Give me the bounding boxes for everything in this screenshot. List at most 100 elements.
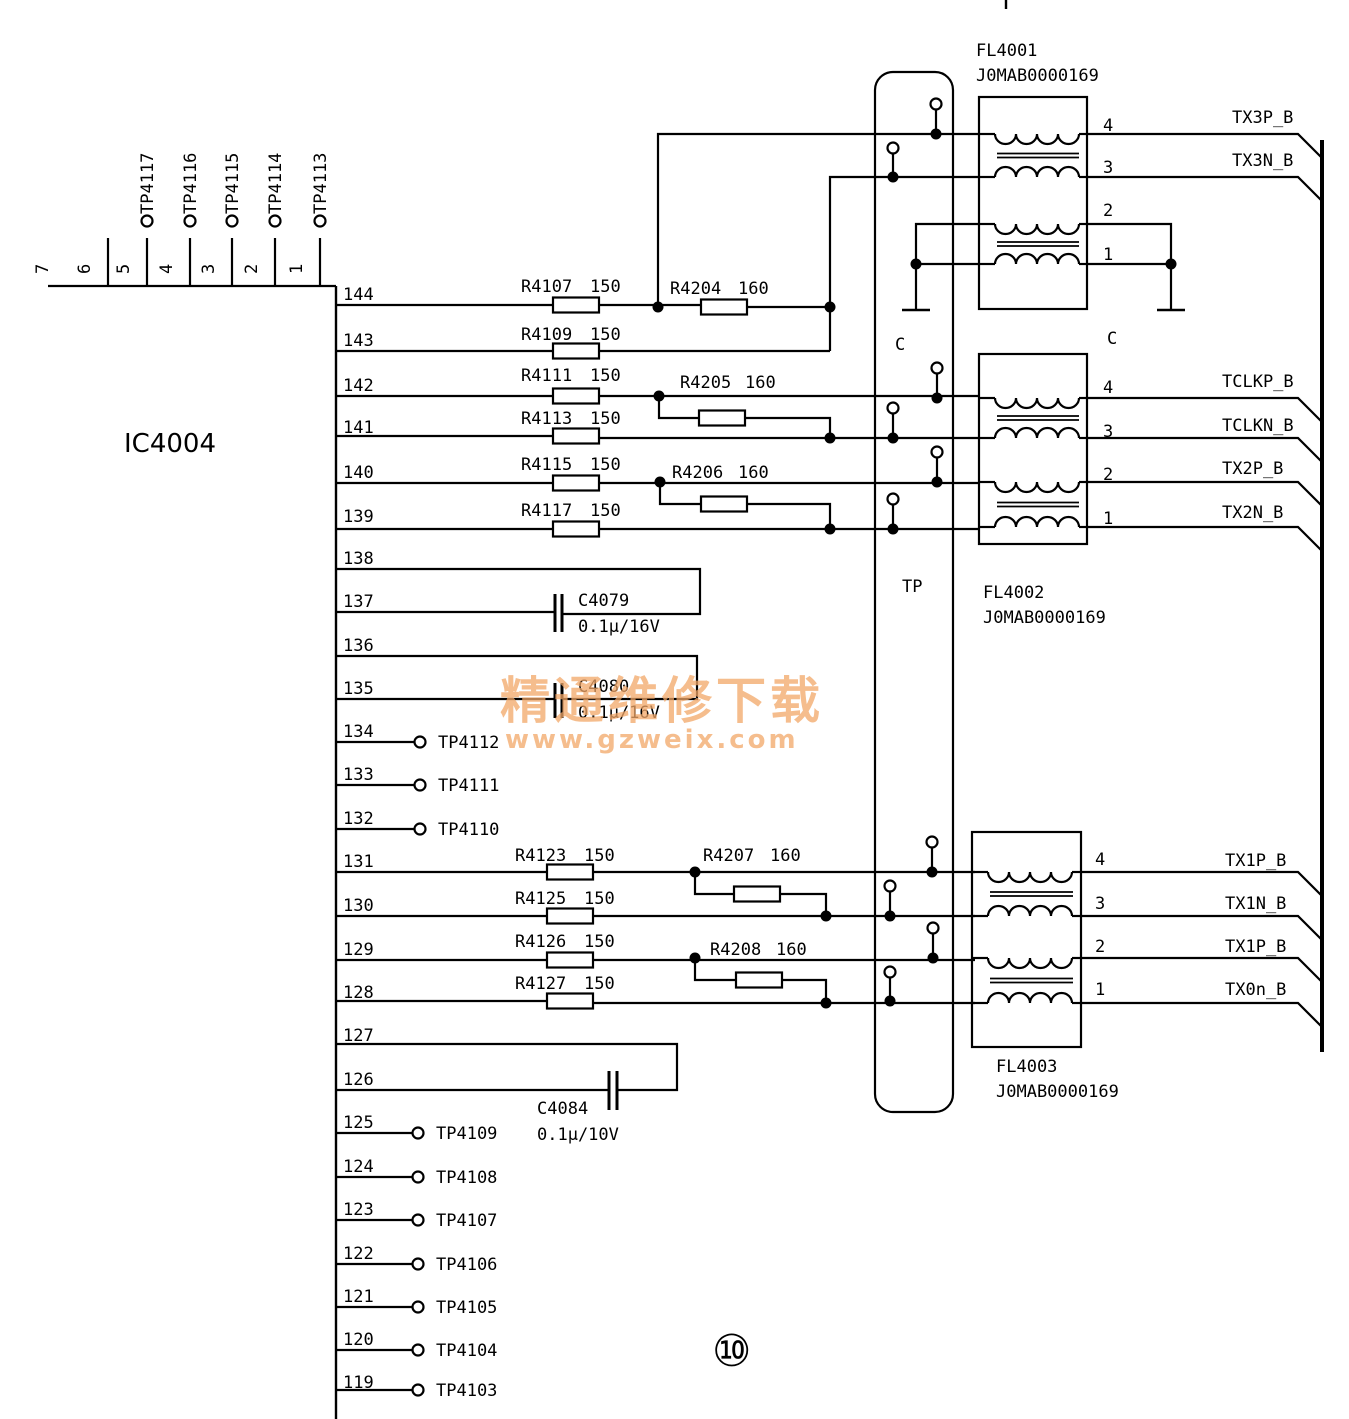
filter-pin-number: 1: [1103, 245, 1113, 265]
resistor-ref: R4109: [521, 325, 572, 345]
junction-dot: [824, 432, 836, 444]
test-point-circle: [225, 214, 239, 228]
test-point-circle: [926, 921, 940, 935]
pin-test-point-label: TP4106: [436, 1255, 497, 1275]
termination-resistor: [697, 409, 747, 427]
resistor-value: 150: [584, 889, 615, 909]
watermark-url: www.gzweix.com: [505, 725, 799, 755]
test-point-circle: [886, 401, 900, 415]
left-pin-number: 123: [343, 1200, 374, 1220]
region-label: C: [895, 335, 905, 355]
pin-test-point-label: TP4108: [436, 1168, 497, 1188]
filter-pin-number: 3: [1103, 158, 1113, 178]
resistor-ref: R4127: [515, 974, 566, 994]
test-point-circle: [413, 735, 427, 749]
wire: [1087, 436, 1323, 463]
test-point-circle: [883, 879, 897, 893]
resistor-ref: R4123: [515, 846, 566, 866]
termination-resistor-ref: R4205: [680, 373, 731, 393]
junction-dot: [884, 995, 896, 1007]
wire: [658, 482, 701, 506]
series-resistor: [545, 951, 595, 969]
wire: [1087, 396, 1323, 423]
signal-name-label: TX2N_B: [1222, 503, 1283, 523]
test-point-circle: [929, 97, 943, 111]
wire: [1087, 175, 1323, 202]
signal-name-label: TX1P_B: [1225, 937, 1286, 957]
pin-test-point-label: TP4103: [436, 1381, 497, 1401]
wire: [336, 654, 699, 701]
left-pin-number: 122: [343, 1244, 374, 1264]
wire: [746, 416, 832, 438]
junction-dot: [652, 301, 664, 313]
test-point-circle: [183, 214, 197, 228]
resistor-value: 150: [590, 409, 621, 429]
junction-dot: [820, 997, 832, 1009]
series-resistor: [545, 992, 595, 1010]
filter-pin-number: 4: [1095, 850, 1105, 870]
test-point-circle: [411, 1383, 425, 1397]
top-pin-number: 1: [287, 264, 307, 274]
left-pin-number: 126: [343, 1070, 374, 1090]
termination-resistor: [732, 885, 782, 903]
junction-dot: [653, 390, 665, 402]
resistor-ref: R4115: [521, 455, 572, 475]
left-pin-number: 134: [343, 722, 374, 742]
signal-name-label: TX1P_B: [1225, 851, 1286, 871]
region-label: C: [1107, 329, 1117, 349]
test-point-circle: [411, 1126, 425, 1140]
pin-test-point-label: TP4111: [438, 776, 499, 796]
transformer-coil: [986, 991, 1074, 1004]
transformer-coil: [993, 252, 1081, 265]
resistor-value: 150: [584, 974, 615, 994]
resistor-ref: R4111: [521, 366, 572, 386]
region-label: TP: [902, 577, 922, 597]
transformer-coil: [993, 515, 1081, 528]
page-number: ⑩: [712, 1326, 751, 1377]
left-pin-number: 140: [343, 463, 374, 483]
capacitor-value: 0.1μ/10V: [537, 1125, 619, 1145]
test-point-circle: [411, 1343, 425, 1357]
capacitor-value: 0.1μ/16V: [578, 703, 660, 723]
wire: [1087, 525, 1323, 552]
left-pin-number: 138: [343, 549, 374, 569]
termination-resistor: [699, 298, 749, 316]
junction-dot: [820, 910, 832, 922]
signal-name-label: TCLKN_B: [1222, 416, 1294, 436]
filter-ref: FL4002: [983, 583, 1044, 603]
wire: [1087, 222, 1173, 310]
resistor-value: 150: [584, 932, 615, 952]
test-point-circle: [930, 361, 944, 375]
transformer-coil: [993, 481, 1081, 494]
left-pin-number: 137: [343, 592, 374, 612]
junction-dot: [927, 952, 939, 964]
filter-ref: FL4003: [996, 1057, 1057, 1077]
resistor-ref: R4113: [521, 409, 572, 429]
transformer-coil: [993, 133, 1081, 146]
junction-dot: [910, 258, 922, 270]
junction-dot: [931, 476, 943, 488]
left-pin-number: 143: [343, 331, 374, 351]
pin-test-point-label: TP4105: [436, 1298, 497, 1318]
signal-name-label: TX1N_B: [1225, 894, 1286, 914]
test-point-circle: [925, 835, 939, 849]
transformer-coil: [993, 426, 1081, 439]
resistor-ref: R4117: [521, 501, 572, 521]
junction-dot: [926, 866, 938, 878]
left-pin-number: 127: [343, 1026, 374, 1046]
resistor-ref: R4126: [515, 932, 566, 952]
resistor-value: 150: [590, 455, 621, 475]
transformer-coil: [993, 165, 1081, 178]
left-pin-number: 135: [343, 679, 374, 699]
termination-resistor-value: 160: [738, 279, 769, 299]
wire: [336, 1042, 679, 1092]
filter-part-number: J0MAB0000169: [976, 66, 1099, 86]
top-test-point-label: TP4117: [138, 153, 158, 214]
junction-dot: [887, 171, 899, 183]
wire: [914, 222, 980, 310]
resistor-value: 150: [584, 846, 615, 866]
capacitor-value: 0.1μ/16V: [578, 617, 660, 637]
filter-part-number: J0MAB0000169: [996, 1082, 1119, 1102]
junction-dot: [887, 523, 899, 535]
capacitor-ref: C4084: [537, 1099, 588, 1119]
